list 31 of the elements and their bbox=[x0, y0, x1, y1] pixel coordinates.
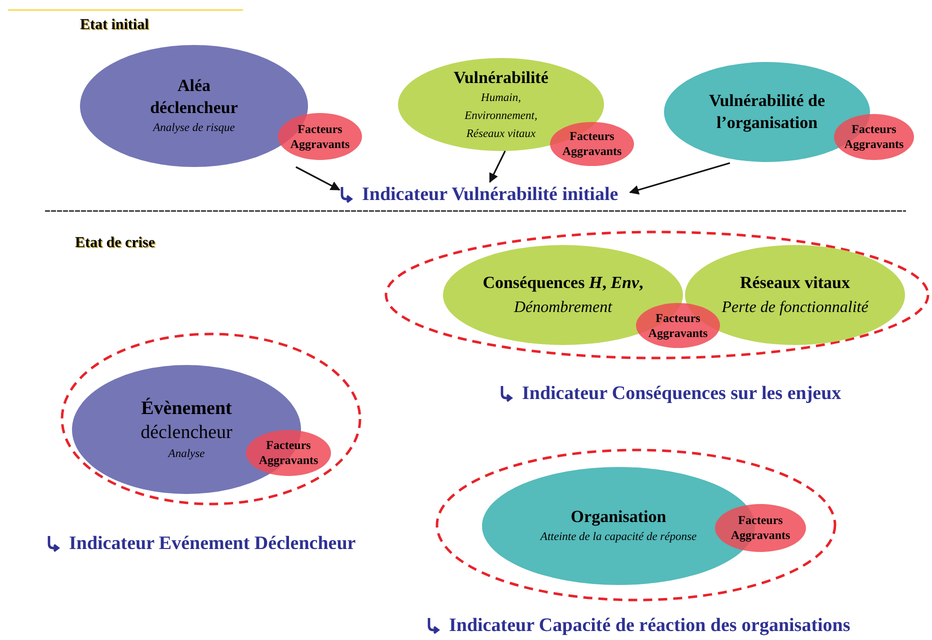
factor-text: Facteurs Aggravants bbox=[648, 310, 708, 340]
node-subtitle: Atteinte de la capacité de réponse bbox=[540, 530, 697, 545]
arrow bbox=[296, 166, 340, 190]
indicator-text: Indicateur Vulnérabilité initiale bbox=[362, 182, 618, 207]
section-heading: Etat initial bbox=[80, 16, 149, 35]
dashed-group-ellipse bbox=[435, 448, 837, 602]
factor-text: Facteurs Aggravants bbox=[290, 122, 350, 152]
node-title: Organisation bbox=[570, 506, 666, 528]
node-subtitle: Dénombrement bbox=[514, 298, 612, 318]
arrow bbox=[629, 162, 730, 195]
node-subtitle: Analyse de risque bbox=[153, 121, 235, 136]
indicator-text: Indicateur Conséquences sur les enjeux bbox=[522, 382, 842, 406]
factor-text: Facteurs Aggravants bbox=[562, 129, 622, 159]
node-subtitle: Analyse bbox=[168, 446, 205, 462]
factor-text: Facteurs Aggravants bbox=[258, 438, 318, 468]
node-title: Conséquences H, Env, bbox=[482, 272, 644, 294]
node-subtitle: Humain, Environnement, Réseaux vitaux bbox=[464, 90, 538, 142]
node-title: Aléa déclencheur bbox=[149, 75, 239, 119]
indicator-text: Indicateur Evénement Déclencheur bbox=[69, 532, 356, 556]
dashed-group-ellipse bbox=[60, 332, 362, 506]
node-title: Vulnérabilité bbox=[454, 66, 548, 88]
node-subtitle: Perte de fonctionnalité bbox=[722, 298, 868, 318]
node-title: Évènement déclencheur bbox=[140, 396, 234, 444]
section-heading: Etat de crise bbox=[75, 234, 155, 253]
indicator-text: Indicateur Capacité de réaction des organisations bbox=[449, 614, 850, 638]
node-title: Réseaux vitaux bbox=[740, 272, 850, 294]
factor-text: Facteurs Aggravants bbox=[844, 122, 904, 152]
arrow bbox=[489, 150, 506, 183]
node-title: Vulnérabilité de l’organisation bbox=[708, 90, 826, 134]
factor-text: Facteurs Aggravants bbox=[730, 513, 790, 543]
dashed-group-ellipse bbox=[384, 230, 930, 360]
